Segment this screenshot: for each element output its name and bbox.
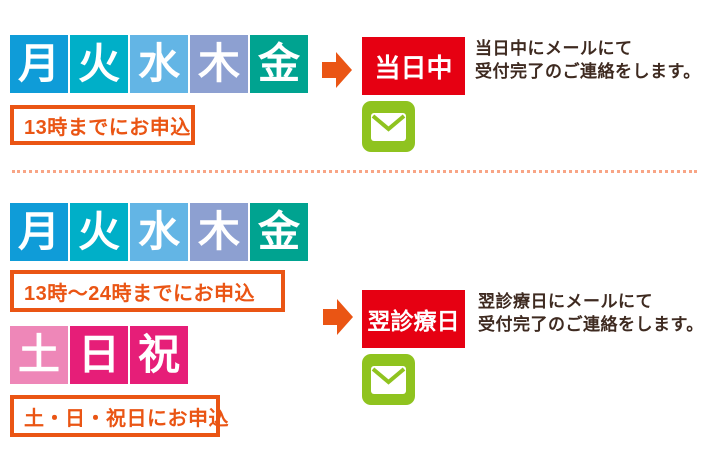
result-badge-same-day: 当日中 (362, 37, 465, 95)
apply-deadline-label: 13時までにお申込 (24, 116, 191, 139)
weekday-block-thu: 木 (190, 35, 248, 93)
weekday-block-tue: 火 (70, 35, 128, 93)
arrow-right-icon (323, 299, 353, 335)
weekday-block-thu: 木 (190, 203, 248, 261)
holiday-block-holiday: 祝 (130, 326, 188, 384)
section-divider (12, 170, 697, 173)
result-note-2: 翌診療日にメールにて 受付完了のご連絡をします。 (478, 290, 704, 336)
apply-deadline-box-3: 土・日・祝日にお申込 (10, 395, 229, 437)
result-badge-label: 翌診療日 (367, 308, 460, 334)
apply-deadline-label: 13時～24時までにお申込 (24, 282, 255, 305)
weekday-row-1: 月 火 水 木 金 (10, 35, 308, 93)
weekday-block-fri: 金 (250, 203, 308, 261)
apply-deadline-box-1: 13時までにお申込 (10, 105, 195, 145)
weekday-block-wed: 水 (130, 203, 188, 261)
weekday-block-fri: 金 (250, 35, 308, 93)
weekday-row-2: 月 火 水 木 金 (10, 203, 308, 261)
holiday-block-sun: 日 (70, 326, 128, 384)
mail-envelope-icon (362, 354, 415, 405)
result-badge-next-clinic-day: 翌診療日 (362, 290, 465, 348)
holiday-row: 土 日 祝 (10, 326, 188, 384)
holiday-block-sat: 土 (10, 326, 68, 384)
result-note-line2: 受付完了のご連絡をします。 (478, 315, 704, 334)
result-note-line1: 翌診療日にメールにて (478, 292, 653, 311)
mail-envelope-icon (362, 101, 415, 152)
result-note-line2: 受付完了のご連絡をします。 (475, 62, 701, 81)
weekday-block-mon: 月 (10, 35, 68, 93)
weekday-block-mon: 月 (10, 203, 68, 261)
weekday-block-wed: 水 (130, 35, 188, 93)
result-note-line1: 当日中にメールにて (475, 39, 633, 58)
weekday-block-tue: 火 (70, 203, 128, 261)
apply-deadline-label: 土・日・祝日にお申込 (24, 407, 229, 430)
apply-deadline-box-2: 13時～24時までにお申込 (10, 270, 285, 312)
result-badge-label: 当日中 (374, 52, 453, 83)
result-note-1: 当日中にメールにて 受付完了のご連絡をします。 (475, 37, 701, 83)
arrow-right-icon (322, 52, 352, 88)
